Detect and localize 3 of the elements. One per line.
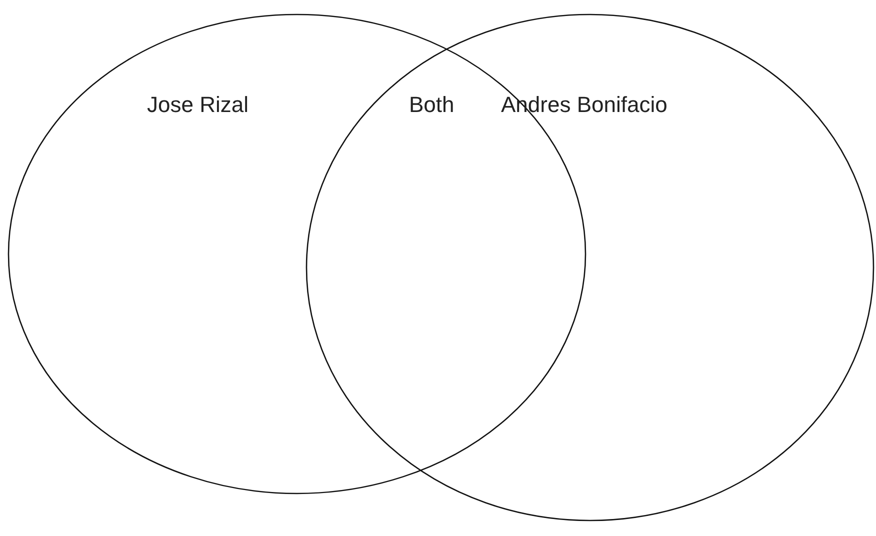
venn-circle	[306, 14, 874, 521]
set-label: Jose Rizal	[147, 92, 248, 118]
overlap-label: Both	[409, 92, 454, 118]
